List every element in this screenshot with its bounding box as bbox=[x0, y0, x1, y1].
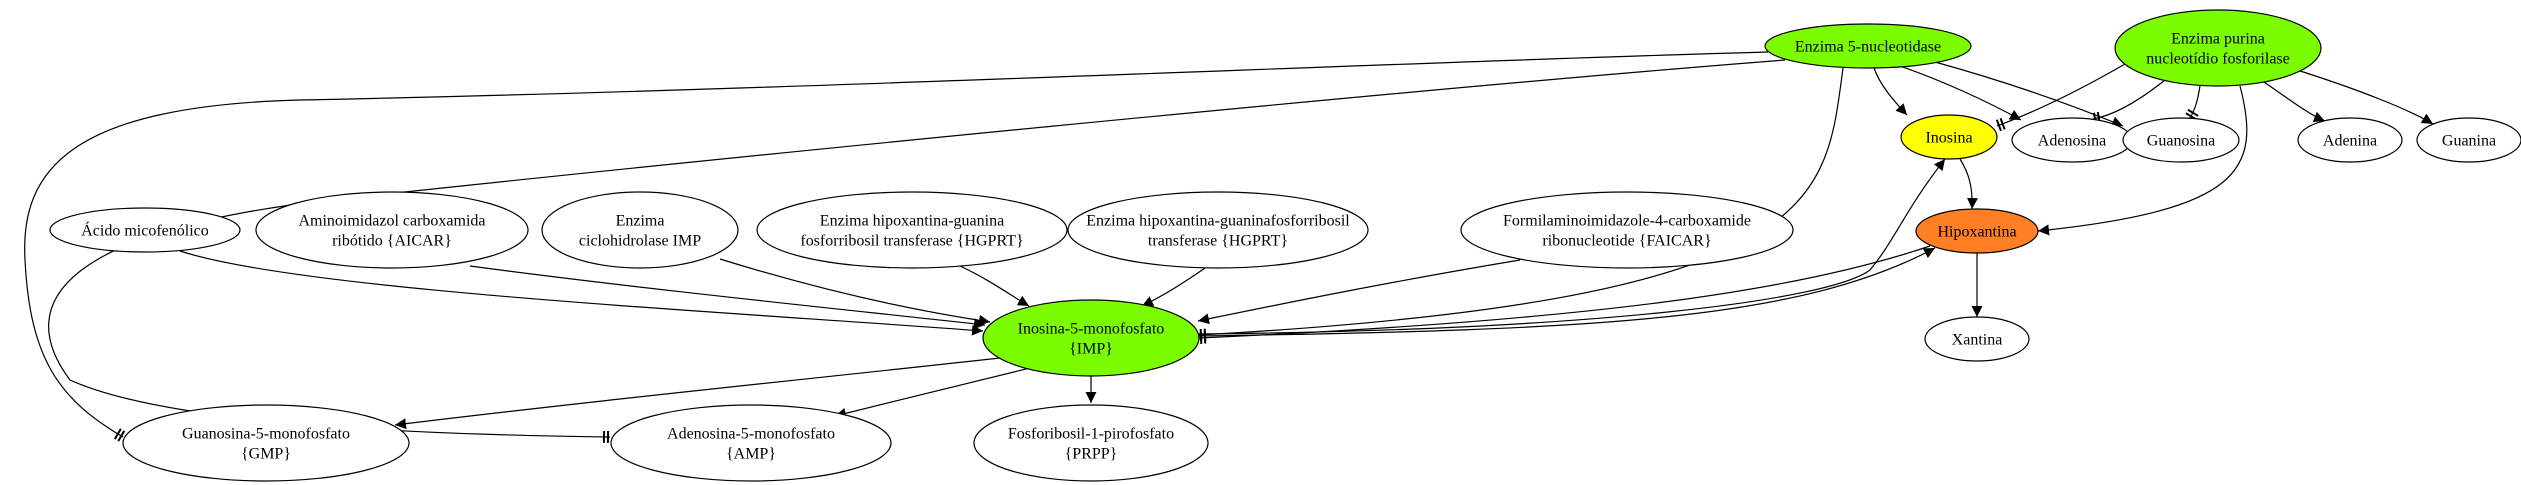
node-shape bbox=[1764, 23, 1972, 69]
node-shape bbox=[756, 191, 1068, 269]
node-aicar: Aminoimidazol carboxamida ribótido {AICAR… bbox=[255, 191, 529, 269]
node-shape bbox=[541, 191, 739, 269]
node-hgprt2: Enzima hipoxantina-guaninafosforribosil t… bbox=[1067, 191, 1369, 269]
node-label-line: {IMP} bbox=[1069, 341, 1113, 358]
node-shape bbox=[1460, 191, 1794, 269]
node-label-line: ribótido {AICAR} bbox=[332, 233, 452, 250]
edge-hgprt2-imp bbox=[1141, 267, 1206, 307]
node-label-line: Ácido micofenólico bbox=[81, 221, 209, 240]
node-label-line: Aminoimidazol carboxamida bbox=[298, 213, 485, 230]
node-label-line: Fosforibosil-1-pirofosfato bbox=[1008, 426, 1174, 443]
edge-imp-inosina bbox=[1198, 158, 1946, 335]
node-xantina: Xantina bbox=[1924, 316, 2030, 362]
node-prpp: Fosforibosil-1-pirofosfato {PRPP} bbox=[973, 404, 1209, 482]
node-shape bbox=[1900, 114, 1998, 160]
node-shape bbox=[255, 191, 529, 269]
node-shape bbox=[122, 404, 410, 482]
node-shape bbox=[1915, 208, 2039, 254]
node-label-line: {GMP} bbox=[241, 446, 291, 463]
node-acido: Ácido micofenólico bbox=[49, 207, 241, 253]
edge-imp-hipox bbox=[1198, 247, 1936, 337]
node-label-line: Adenina bbox=[2323, 133, 2377, 150]
node-hgprt1: Enzima hipoxantina-guanina fosforribosil … bbox=[756, 191, 1068, 269]
node-label-line: Enzima hipoxantina-guaninafosforribosil bbox=[1086, 213, 1350, 230]
node-label-line: Guanosina bbox=[2147, 133, 2215, 150]
node-shape bbox=[2114, 9, 2322, 87]
node-adenina: Adenina bbox=[2297, 117, 2403, 163]
node-label-line: {AMP} bbox=[726, 446, 776, 463]
nodes-layer: Enzima 5-nucleotidase Enzima purina nucleo… bbox=[49, 9, 2521, 482]
node-label-line: nucleotídio fosforilase bbox=[2146, 51, 2290, 68]
edge-5nuc-inosina bbox=[1873, 67, 1908, 116]
node-label-line: Adenosina bbox=[2038, 133, 2106, 150]
edge-pnp-guanina bbox=[2296, 69, 2434, 125]
edge-hgprt1-imp bbox=[959, 265, 1030, 307]
node-amp: Adenosina-5-monofosfato {AMP} bbox=[610, 404, 892, 482]
node-label-line: Enzima hipoxantina-guanina bbox=[820, 213, 1004, 230]
node-label-line: fosforribosil transferase {HGPRT} bbox=[800, 233, 1023, 250]
node-inosina: Inosina bbox=[1900, 114, 1998, 160]
node-gmp: Guanosina-5-monofosfato {GMP} bbox=[122, 404, 410, 482]
node-shape bbox=[973, 404, 1209, 482]
node-label-line: Inosina-5-monofosfato bbox=[1018, 321, 1165, 338]
node-shape bbox=[49, 207, 241, 253]
node-shape bbox=[2297, 117, 2403, 163]
node-guanosina: Guanosina bbox=[2122, 117, 2240, 163]
node-label-line: Hipoxantina bbox=[1937, 224, 2016, 241]
node-cicloh: Enzima ciclohidrolase IMP bbox=[541, 191, 739, 269]
edge-pnp-hipox bbox=[2037, 85, 2248, 236]
edge-5nuc-adenosina bbox=[1899, 65, 2022, 121]
edge-inosina-hipox bbox=[1959, 158, 1978, 210]
node-adenosina: Adenosina bbox=[2011, 117, 2133, 163]
node-label-line: Formilaminoimidazole-4-carboxamide bbox=[1503, 213, 1751, 230]
edge-pnp-inosina bbox=[1995, 63, 2126, 132]
edge-faicar-imp bbox=[1197, 259, 1521, 325]
edge-pnp-adenina bbox=[2263, 81, 2326, 123]
node-shape bbox=[1067, 191, 1369, 269]
node-label-line: Adenosina-5-monofosfato bbox=[667, 426, 835, 443]
node-shape bbox=[1924, 316, 2030, 362]
node-shape bbox=[610, 404, 892, 482]
node-faicar: Formilaminoimidazole-4-carboxamide ribonu… bbox=[1460, 191, 1794, 269]
node-guanina: Guanina bbox=[2416, 117, 2521, 163]
node-label-line: Guanina bbox=[2442, 133, 2496, 150]
node-label-line: Inosina bbox=[1925, 130, 1972, 147]
edge-cicloh-imp bbox=[719, 258, 991, 326]
edge-acido-imp bbox=[179, 250, 984, 336]
edge-pnp-adenosina bbox=[2092, 79, 2166, 125]
edge-hipox-imp bbox=[1198, 245, 1931, 344]
edge-aicar-imp bbox=[469, 265, 986, 330]
node-label-line: transferase {HGPRT} bbox=[1148, 233, 1288, 250]
node-label-line: Enzima purina bbox=[2171, 31, 2265, 48]
node-imp: Inosina-5-monofosfato {IMP} bbox=[982, 299, 1200, 377]
node-label-line: ribonucleotide {FAICAR} bbox=[1542, 233, 1711, 250]
node-label-line: {PRPP} bbox=[1065, 446, 1118, 463]
node-pnp: Enzima purina nucleotídio fosforilase bbox=[2114, 9, 2322, 87]
edge-imp-gmp bbox=[394, 357, 1001, 430]
edge-5nuc-gmp bbox=[24, 51, 1769, 442]
node-label-line: Enzima bbox=[616, 213, 665, 230]
node-label-line: Enzima 5-nucleotidase bbox=[1795, 39, 1941, 56]
node-label-line: ciclohidrolase IMP bbox=[579, 233, 701, 250]
edge-imp-amp bbox=[834, 367, 1031, 419]
node-label-line: Xantina bbox=[1952, 332, 2003, 349]
node-5nuc: Enzima 5-nucleotidase bbox=[1764, 23, 1972, 69]
node-label-line: Guanosina-5-monofosfato bbox=[182, 426, 350, 443]
node-shape bbox=[2416, 117, 2521, 163]
node-shape bbox=[982, 299, 1200, 377]
node-hipox: Hipoxantina bbox=[1915, 208, 2039, 254]
edge-pnp-guanosina bbox=[2185, 85, 2201, 121]
node-shape bbox=[2122, 117, 2240, 163]
